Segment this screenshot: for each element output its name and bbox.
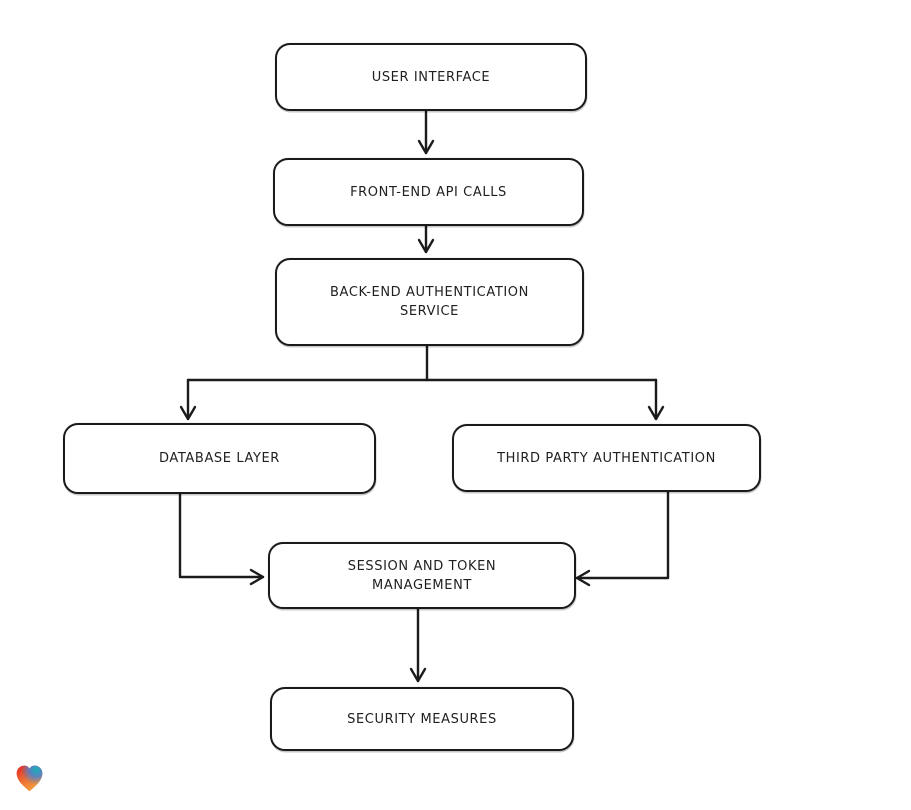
node-label: SECURITY MEASURES (347, 711, 497, 727)
node-front-end-api-calls: FRONT-END API CALLS (273, 158, 584, 226)
node-label: FRONT-END API CALLS (350, 184, 507, 200)
heart-icon (16, 765, 43, 792)
node-third-party-authentication: THIRD PARTY AUTHENTICATION (452, 424, 761, 492)
eraser-heart-logo[interactable] (13, 762, 46, 795)
node-label: DATABASE LAYER (159, 451, 280, 466)
edge-database-to-session (178, 488, 265, 586)
node-label: USER INTERFACE (371, 69, 491, 85)
node-security-measures: SECURITY MEASURES (270, 687, 574, 751)
node-session-and-token-management: SESSION AND TOKEN MANAGEMENT (268, 542, 576, 609)
node-database-layer: DATABASE LAYER (63, 423, 376, 494)
node-user-interface: USER INTERFACE (275, 43, 587, 111)
edge-third-party-to-session (575, 486, 670, 587)
node-label: SESSION AND TOKEN MANAGEMENT (347, 558, 497, 593)
node-label: BACK-END AUTHENTICATION SERVICE (330, 285, 529, 319)
node-back-end-authentication-service: BACK-END AUTHENTICATION SERVICE (275, 258, 584, 346)
node-label: THIRD PARTY AUTHENTICATION (497, 450, 716, 466)
